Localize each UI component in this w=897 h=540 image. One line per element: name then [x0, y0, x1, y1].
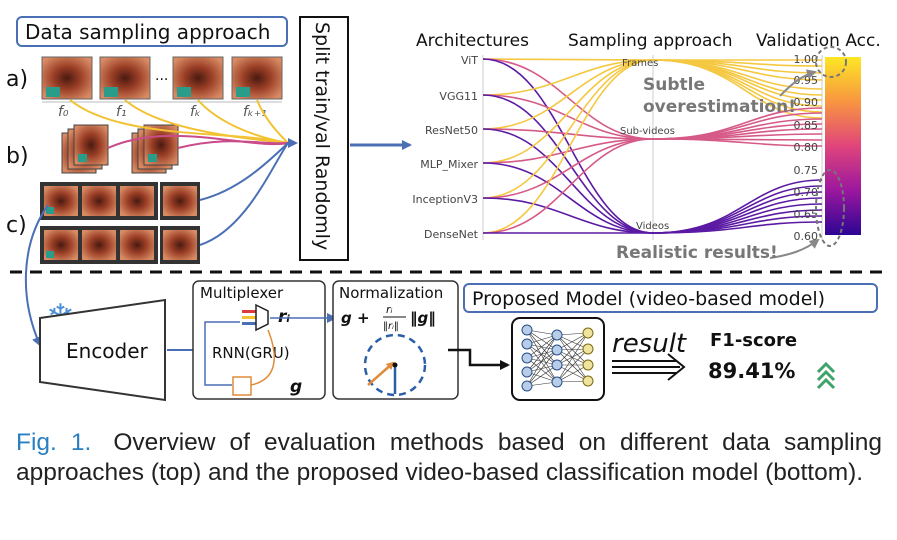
pc-line-arch3-s1 — [482, 138, 654, 164]
video-strip-1 — [40, 182, 158, 220]
subtle-annotation-1: Subtle — [643, 75, 705, 95]
norm-formula-rhs: ‖g‖ — [410, 309, 436, 328]
header-architectures: Architectures — [416, 31, 529, 51]
row-label-a: a) — [6, 67, 28, 92]
row-label-b: b) — [6, 144, 29, 169]
acc-tick-0: 1.00 — [794, 53, 819, 66]
pc-line-arch5-s1 — [482, 138, 654, 234]
arch-label-3: MLP_Mixer — [420, 158, 478, 171]
pc-line-sub-out-7 — [652, 138, 823, 147]
classifier-box — [511, 317, 605, 401]
norm-formula-lhs: g + — [341, 309, 370, 327]
split-label: Split train/val Randomly — [311, 22, 333, 250]
figure-caption: Fig. 1.Overview of evaluation methods ba… — [16, 428, 882, 488]
acc-tick-2: 0.90 — [794, 96, 819, 109]
pc-line-arch2-s0 — [482, 59, 654, 130]
acc-tick-8: 0.60 — [794, 230, 819, 243]
caption-label: Fig. 1. — [16, 429, 92, 456]
pc-line-arch2-s1 — [482, 128, 654, 140]
frame-image-k — [172, 56, 224, 100]
arch-label-2: ResNet50 — [425, 124, 478, 137]
sampling-label-videos: Videos — [636, 221, 669, 232]
pc-line-arch4-s2 — [482, 197, 654, 234]
header-sampling: Sampling approach — [568, 31, 733, 51]
pc-line-arch0-s0 — [482, 58, 654, 61]
frame-label-k: fₖ — [190, 104, 201, 120]
frame-ellipsis: ... — [155, 68, 168, 84]
pc-line-arch3-s0 — [482, 59, 654, 164]
pc-line-arch5-s0 — [482, 59, 654, 234]
pc-line-arch1-s1 — [482, 94, 654, 140]
proposed-title: Proposed Model (video-based model) — [472, 288, 825, 310]
multiplexer-box — [192, 280, 326, 400]
pc-line-arch1-s2 — [482, 94, 654, 234]
frame-image-k1 — [231, 56, 283, 100]
frame-image-0 — [41, 56, 93, 100]
pc-line-arch2-s2 — [482, 128, 654, 234]
result-arrow — [612, 353, 686, 381]
subvideo-group-1 — [61, 124, 109, 174]
arch-label-1: VGG11 — [439, 90, 478, 103]
encoder-label: Encoder — [66, 339, 149, 363]
acc-tick-4: 0.80 — [794, 141, 819, 154]
pc-line-arch0-s2 — [482, 58, 654, 234]
video-strip-2 — [40, 226, 158, 264]
frame-label-1: f₁ — [116, 104, 127, 120]
arch-labels: ViT VGG11 ResNet50 MLP_Mixer InceptionV3… — [412, 54, 478, 241]
r-i-label: rᵢ — [278, 307, 290, 327]
normalization-label: Normalization — [339, 284, 443, 302]
norm-frac-den: ‖rᵢ‖ — [383, 321, 399, 332]
g-label: g — [290, 377, 302, 397]
row-label-c: c) — [6, 213, 27, 238]
to-encoder-arrow — [24, 204, 49, 347]
video-strip-3 — [160, 182, 200, 264]
acc-tick-7: 0.65 — [794, 208, 819, 221]
sampling-title-box — [16, 16, 288, 47]
subvideo-group-2 — [131, 124, 179, 174]
acc-tick-3: 0.85 — [794, 119, 819, 132]
arch-label-0: ViT — [461, 54, 478, 67]
sampling-label-frames: Frames — [622, 58, 658, 69]
split-box — [299, 16, 349, 261]
figure: Data sampling approach a) b) c) ... f₀ f… — [6, 16, 885, 402]
frame-images — [41, 56, 283, 100]
pc-line-arch0-s1 — [482, 58, 654, 140]
caption-text: Overview of evaluation methods based on … — [16, 429, 882, 486]
norm-frac-num: rᵢ — [386, 303, 393, 316]
sampling-label-subvideos: Sub-videos — [620, 126, 675, 137]
increase-chevrons-icon — [816, 361, 836, 390]
pc-line-vid-out-7 — [652, 221, 823, 234]
pc-line-arch1-s0 — [482, 59, 654, 96]
multiplexer-icon — [242, 303, 269, 332]
acc-tick-6: 0.70 — [794, 186, 819, 199]
classifier-nodes — [521, 324, 594, 392]
gru-cell — [232, 376, 252, 396]
subtle-annotation-2: overestimation! — [643, 97, 796, 117]
f1-value: 89.41% — [708, 359, 795, 383]
f1-label: F1-score — [710, 330, 797, 351]
header-validation: Validation Acc. — [756, 31, 881, 51]
proposed-title-box — [463, 283, 878, 313]
arch-label-5: DenseNet — [424, 228, 479, 241]
sampling-title: Data sampling approach — [25, 20, 270, 44]
encoder-shape — [39, 298, 166, 402]
pc-line-frames-out-9 — [652, 59, 823, 119]
pc-line-arch4-s1 — [482, 138, 654, 199]
realistic-ring — [815, 169, 845, 247]
norm-circle — [363, 333, 427, 397]
multiplexer-label: Multiplexer — [200, 284, 284, 302]
sampling-labels: Frames Sub-videos Videos — [620, 58, 675, 232]
frame-label-0: f₀ — [58, 104, 69, 120]
pc-line-arch3-s2 — [482, 162, 654, 234]
acc-tick-5: 0.75 — [794, 164, 819, 177]
pc-line-arch4-s0 — [482, 59, 654, 199]
arch-label-4: InceptionV3 — [412, 193, 478, 206]
parallel-lines — [482, 58, 823, 234]
overestimation-ring — [815, 46, 847, 78]
rnn-label: RNN(GRU) — [212, 344, 290, 362]
result-label: result — [612, 329, 687, 359]
realistic-annotation: Realistic results! — [616, 243, 778, 263]
sampling-connections — [69, 99, 289, 246]
frame-image-1 — [99, 56, 151, 100]
